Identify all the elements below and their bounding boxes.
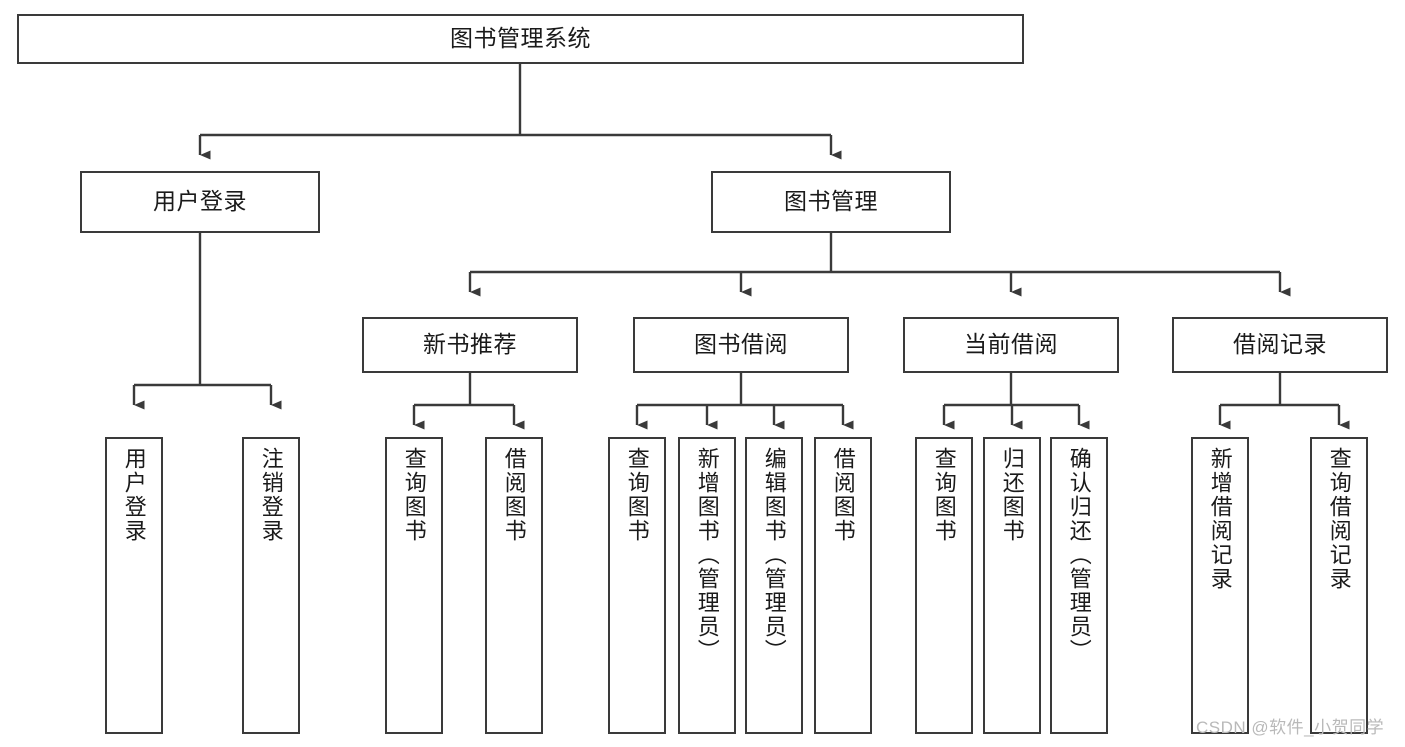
csdn-watermark: CSDN @软件_小贺同学 xyxy=(1196,718,1385,737)
node-leaf10[interactable]: 归还图书 xyxy=(983,437,1041,734)
node-label: 图书管理系统 xyxy=(450,25,591,52)
node-l2b[interactable]: 图书借阅 xyxy=(633,317,849,373)
node-l1a[interactable]: 用户登录 xyxy=(80,171,320,233)
node-label: 借阅图书 xyxy=(830,447,856,543)
node-label: 新增图书（管理员） xyxy=(694,447,720,663)
node-root[interactable]: 图书管理系统 xyxy=(17,14,1024,64)
node-label: 借阅图书 xyxy=(501,447,527,543)
node-label: 归还图书 xyxy=(999,447,1025,543)
node-label: 查询图书 xyxy=(401,447,427,543)
node-leaf9[interactable]: 查询图书 xyxy=(915,437,973,734)
node-label: 确认归还（管理员） xyxy=(1066,447,1092,663)
node-label: 查询借阅记录 xyxy=(1326,447,1352,591)
node-label: 新增借阅记录 xyxy=(1207,447,1233,591)
node-leaf13[interactable]: 查询借阅记录 xyxy=(1310,437,1368,734)
node-leaf5[interactable]: 查询图书 xyxy=(608,437,666,734)
node-label: 当前借阅 xyxy=(964,331,1058,358)
node-leaf11[interactable]: 确认归还（管理员） xyxy=(1050,437,1108,734)
node-leaf1[interactable]: 用户登录 xyxy=(105,437,163,734)
node-leaf8[interactable]: 借阅图书 xyxy=(814,437,872,734)
node-label: 查询图书 xyxy=(624,447,650,543)
node-leaf7[interactable]: 编辑图书（管理员） xyxy=(745,437,803,734)
node-l2d[interactable]: 借阅记录 xyxy=(1172,317,1388,373)
node-label: 图书管理 xyxy=(784,188,878,215)
node-label: 查询图书 xyxy=(931,447,957,543)
node-label: 借阅记录 xyxy=(1233,331,1327,358)
node-label: 注销登录 xyxy=(258,447,284,543)
node-label: 用户登录 xyxy=(121,447,147,543)
node-leaf12[interactable]: 新增借阅记录 xyxy=(1191,437,1249,734)
node-leaf4[interactable]: 借阅图书 xyxy=(485,437,543,734)
node-label: 编辑图书（管理员） xyxy=(761,447,787,663)
node-leaf6[interactable]: 新增图书（管理员） xyxy=(678,437,736,734)
node-leaf2[interactable]: 注销登录 xyxy=(242,437,300,734)
node-l2c[interactable]: 当前借阅 xyxy=(903,317,1119,373)
node-label: 图书借阅 xyxy=(694,331,788,358)
node-l2a[interactable]: 新书推荐 xyxy=(362,317,578,373)
node-label: 新书推荐 xyxy=(423,331,517,358)
node-leaf3[interactable]: 查询图书 xyxy=(385,437,443,734)
node-label: 用户登录 xyxy=(153,188,247,215)
node-l1b[interactable]: 图书管理 xyxy=(711,171,951,233)
